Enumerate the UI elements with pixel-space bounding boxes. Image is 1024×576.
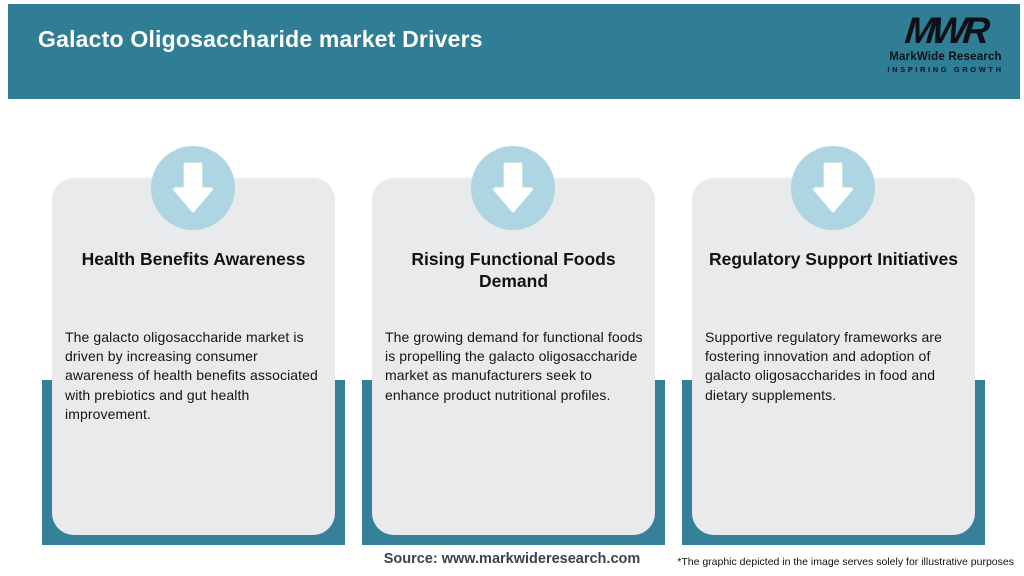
card-title: Health Benefits Awareness bbox=[81, 249, 306, 269]
brand-tagline: INSPIRING GROWTH bbox=[887, 64, 1004, 74]
page-title: Galacto Oligosaccharide market Drivers bbox=[38, 26, 483, 52]
arrow-circle bbox=[151, 146, 235, 230]
arrow-circle bbox=[471, 146, 555, 230]
arrow-down-icon bbox=[173, 162, 213, 213]
disclaimer-text: *The graphic depicted in the image serve… bbox=[677, 556, 1014, 568]
card-description: Supportive regulatory frameworks are fos… bbox=[705, 329, 943, 403]
card-description: The growing demand for functional foods … bbox=[385, 329, 643, 403]
card-title: Rising Functional Foods Demand bbox=[411, 249, 616, 292]
arrow-down-icon bbox=[813, 162, 853, 213]
driver-card-health-benefits: Health Benefits Awareness The galacto ol… bbox=[52, 178, 335, 535]
arrow-down-icon bbox=[493, 162, 533, 213]
arrow-circle bbox=[791, 146, 875, 230]
driver-card-functional-foods: Rising Functional Foods Demand The growi… bbox=[372, 178, 655, 535]
card-title: Regulatory Support Initiatives bbox=[709, 249, 958, 269]
brand-logo: MWR MarkWide Research INSPIRING GROWTH bbox=[883, 10, 1008, 74]
card-description: The galacto oligosaccharide market is dr… bbox=[65, 329, 318, 422]
driver-card-regulatory-support: Regulatory Support Initiatives Supportiv… bbox=[692, 178, 975, 535]
mwr-monogram-logo: MWR bbox=[903, 10, 988, 51]
source-text: Source: www.markwideresearch.com bbox=[383, 551, 641, 567]
brand-name: MarkWide Research bbox=[889, 51, 1002, 63]
header-bar: Galacto Oligosaccharide market Drivers M… bbox=[8, 4, 1020, 99]
